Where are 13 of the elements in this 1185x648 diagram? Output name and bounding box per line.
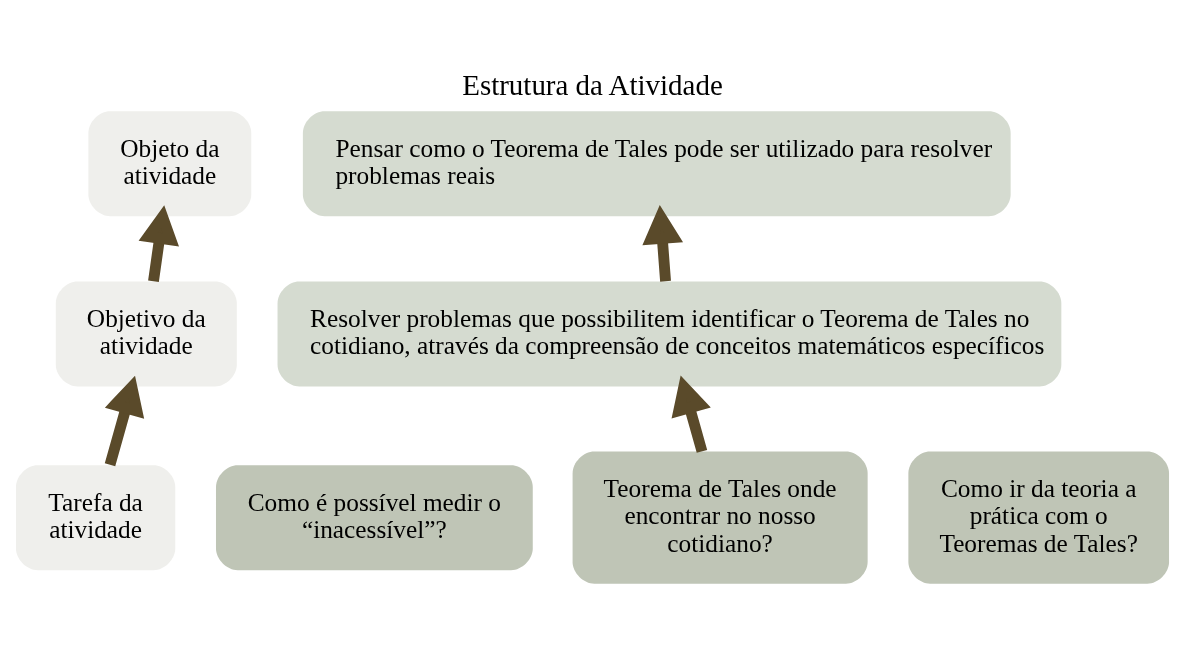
node-box: Pensar como o Teorema de Tales pode ser utilizado para resolver problemas reais: [302, 111, 1011, 217]
node-box: Como ir da teoria a prática com o Teoremas de Tales?: [908, 451, 1170, 584]
arrow: [671, 375, 711, 453]
diagram-title: Estrutura da Atividade: [462, 68, 723, 101]
arrow: [642, 205, 684, 282]
arrow: [104, 375, 145, 467]
node-box: Resolver problemas que possibilitem identificar o Teorema de Tales no cotidiano, através da compreensão de conceitos matemáticos específicos: [277, 281, 1062, 387]
node-box: Objeto da atividade: [88, 111, 252, 217]
node-box: Tarefa da atividade: [15, 465, 176, 571]
node-box: Teorema de Tales onde encontrar no nosso cotidiano?: [572, 451, 868, 584]
node-box: Como é possível medir o “inacessível”?: [216, 465, 533, 571]
node-box: Objetivo da atividade: [55, 281, 237, 387]
arrow: [138, 205, 179, 283]
